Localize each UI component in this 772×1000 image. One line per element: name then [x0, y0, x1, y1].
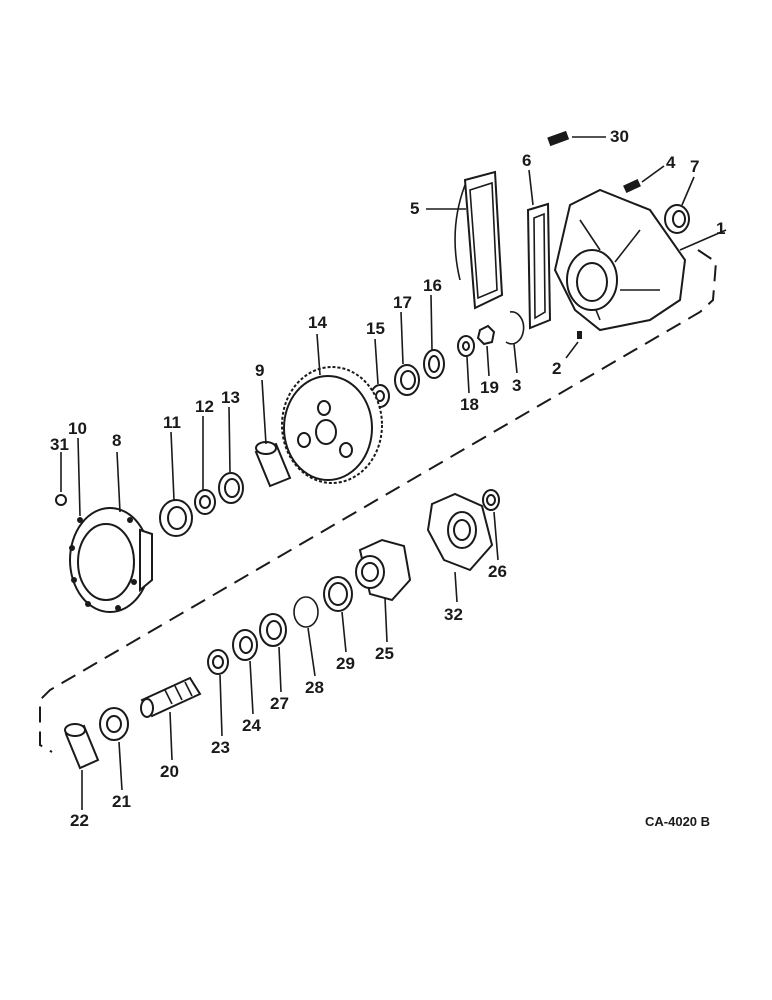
label-20: 20	[160, 762, 179, 781]
label-21: 21	[112, 792, 131, 811]
part-9-sleeve	[254, 441, 292, 488]
part-21-bearing	[99, 707, 129, 741]
label-6: 6	[522, 151, 531, 170]
part-12-bearing	[194, 489, 216, 515]
part-23-bearing	[207, 649, 229, 675]
part-24-cup	[232, 629, 258, 661]
part-18-washer	[457, 335, 475, 357]
label-10: 10	[68, 419, 87, 438]
part-20-pinion-shaft	[140, 676, 202, 718]
part-3-snap-ring	[505, 311, 525, 345]
part-30-stud	[547, 130, 570, 147]
part-29-shim	[323, 576, 353, 612]
label-1: 1	[716, 219, 725, 238]
part-6-gasket	[526, 202, 552, 330]
part-5-cover	[454, 170, 504, 310]
part-19-nut	[476, 324, 496, 346]
part-1-housing	[553, 188, 687, 332]
part-13-cup	[218, 472, 244, 504]
callout-labels: 1 2 3 4 5 6 7 8 9 10 11 12 13 14 15 16 1…	[50, 127, 725, 830]
label-27: 27	[270, 694, 289, 713]
label-15: 15	[366, 319, 385, 338]
part-2-screw	[577, 331, 582, 339]
label-30: 30	[610, 127, 629, 146]
label-26: 26	[488, 562, 507, 581]
label-25: 25	[375, 644, 394, 663]
label-5: 5	[410, 199, 419, 218]
label-3: 3	[512, 376, 521, 395]
label-8: 8	[112, 431, 121, 450]
part-31-nut	[55, 494, 67, 506]
label-4: 4	[666, 153, 676, 172]
part-11-seal	[159, 499, 193, 537]
part-26-ring	[482, 489, 500, 511]
label-12: 12	[195, 397, 214, 416]
label-32: 32	[444, 605, 463, 624]
label-28: 28	[305, 678, 324, 697]
part-7-plug	[664, 204, 690, 234]
part-16-bearing	[423, 349, 445, 379]
label-16: 16	[423, 276, 442, 295]
drawing-code: CA-4020 B	[645, 814, 710, 829]
part-8-hub	[69, 507, 153, 613]
label-11: 11	[163, 413, 181, 432]
part-28-snap-ring	[293, 596, 319, 628]
label-7: 7	[690, 157, 699, 176]
assembly-boundary	[39, 249, 718, 753]
label-29: 29	[336, 654, 355, 673]
part-25-flange	[355, 538, 412, 602]
part-14-gear	[281, 366, 383, 484]
label-19: 19	[480, 378, 499, 397]
label-17: 17	[393, 293, 412, 312]
label-14: 14	[308, 313, 327, 332]
part-32-carrier	[426, 492, 494, 572]
part-4-stud	[623, 178, 641, 194]
label-31: 31	[50, 435, 69, 454]
part-17-cup	[394, 364, 420, 396]
label-24: 24	[242, 716, 261, 735]
label-18: 18	[460, 395, 479, 414]
part-27-cup	[259, 613, 287, 647]
label-9: 9	[255, 361, 264, 380]
part-22-cup	[64, 723, 100, 770]
label-13: 13	[221, 388, 240, 407]
label-22: 22	[70, 811, 89, 830]
label-23: 23	[211, 738, 230, 757]
label-2: 2	[552, 359, 561, 378]
